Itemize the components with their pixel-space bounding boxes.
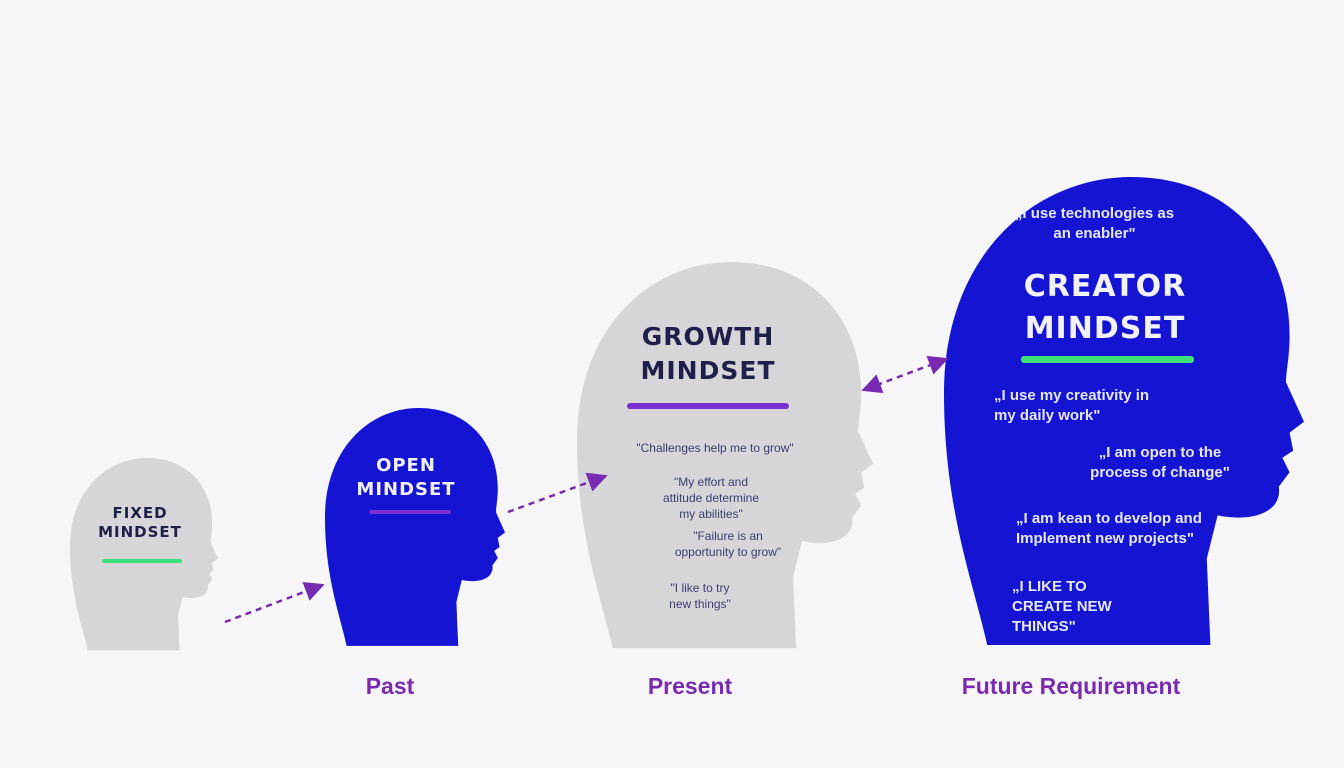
title-line: FIXED [112, 504, 168, 522]
title-line: MINDSET [98, 523, 182, 541]
growth-quote: "Failure is an opportunity to grow" [674, 529, 782, 559]
creator-mindset-title: CREATOR MINDSET [1005, 266, 1205, 350]
title-line: MINDSET [356, 479, 456, 500]
growth-quote: "Challenges help me to grow" [636, 441, 794, 455]
creator-quote: „I use my creativity in my daily work" [994, 387, 1150, 424]
label-future-requirement: Future Requirement [961, 673, 1181, 699]
growth-quote: "I like to try new things" [669, 581, 731, 611]
growth-underline [627, 403, 789, 409]
title-line: MINDSET [1024, 311, 1186, 346]
arrow-fixed-to-open [224, 581, 325, 624]
fixed-underline [102, 559, 182, 563]
open-mindset-head [325, 408, 505, 646]
open-mindset-title: OPEN MINDSET [336, 454, 476, 502]
creator-underline [1021, 356, 1194, 363]
arrow-open-to-growth [507, 472, 608, 514]
creator-quote-top: „I use technologies as an enabler" [1014, 205, 1175, 242]
title-line: GROWTH [641, 322, 775, 351]
creator-quote: „I am kean to develop and Implement new … [1016, 510, 1202, 547]
fixed-mindset-head [70, 458, 218, 651]
title-line: CREATOR [1023, 269, 1187, 304]
arrow-growth-to-creator [861, 355, 949, 394]
label-past: Past [365, 673, 415, 699]
creator-quote: „I am open to the process of change" [1090, 444, 1230, 481]
fixed-mindset-title: FIXED MINDSET [80, 504, 200, 542]
label-present: Present [647, 673, 733, 699]
growth-quote: "My effort and attitude determine my abi… [662, 475, 760, 521]
title-line: MINDSET [640, 356, 776, 385]
open-underline [369, 510, 451, 514]
title-line: OPEN [376, 455, 436, 476]
creator-quote: „I LIKE TO CREATE NEW THINGS" [1012, 578, 1112, 635]
growth-mindset-title: GROWTH MINDSET [618, 320, 798, 388]
